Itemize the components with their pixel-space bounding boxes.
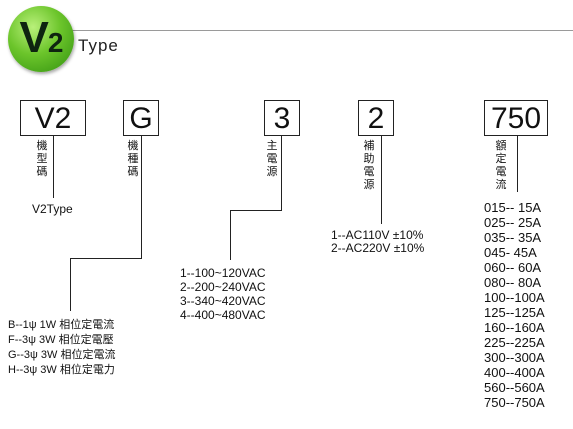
model-label: 機種碼 (127, 140, 139, 178)
aux-power-option: 1--AC110V ±10% (331, 228, 424, 242)
model-connector-drop (70, 258, 71, 311)
current-option: 125--125A (484, 305, 545, 320)
rated-current-label: 額定電流 (495, 140, 507, 191)
current-option: 025-- 25A (484, 215, 542, 230)
model-connector-horizontal (70, 258, 142, 259)
current-option: 160--160A (484, 320, 545, 335)
model-option: G--3ψ 3W 相位定電流 (8, 349, 116, 361)
current-option: 225--225A (484, 335, 545, 350)
v2-badge-logo: V2 (8, 6, 74, 72)
main-power-connector-drop (230, 210, 231, 260)
series-label: 機型碼 (36, 140, 48, 178)
series-code-box: V2 (20, 100, 86, 136)
current-option: 080-- 80A (484, 275, 542, 290)
current-option: 100--100A (484, 290, 545, 305)
current-option: 015-- 15A (484, 200, 542, 215)
aux-power-label: 補助電源 (363, 140, 375, 191)
main-power-option: 1--100~120VAC (180, 266, 266, 280)
current-options-list: 015-- 15A 025-- 25A 035-- 35A 045- 45A 0… (484, 200, 545, 410)
rated-current-connector (517, 136, 518, 192)
current-option: 045- 45A (484, 245, 537, 260)
main-power-connector-vertical (281, 136, 282, 210)
model-option: F--3ψ 3W 相位定電壓 (8, 334, 114, 346)
main-power-label: 主電源 (266, 140, 278, 178)
model-options-list: B--1ψ 1W 相位定電流 F--3ψ 3W 相位定電壓 G--3ψ 3W 相… (8, 318, 115, 378)
current-option: 060-- 60A (484, 260, 542, 275)
current-option: 400--400A (484, 365, 545, 380)
model-code-box: G (123, 100, 159, 136)
main-power-option: 3--340~420VAC (180, 294, 266, 308)
model-option: H--3ψ 3W 相位定電力 (8, 364, 115, 376)
header-divider (60, 30, 573, 31)
series-connector (53, 136, 54, 198)
current-option: 560--560A (484, 380, 545, 395)
page-title: Type (78, 36, 119, 55)
main-power-option: 2--200~240VAC (180, 280, 266, 294)
series-value: V2Type (32, 202, 73, 216)
aux-power-option: 2--AC220V ±10% (331, 241, 425, 255)
badge-text: V2 (8, 16, 74, 65)
model-connector-vertical (141, 136, 142, 258)
aux-power-connector (381, 136, 382, 224)
rated-current-code-box: 750 (484, 100, 548, 136)
current-option: 750--750A (484, 395, 545, 410)
model-option: B--1ψ 1W 相位定電流 (8, 319, 115, 331)
current-option: 035-- 35A (484, 230, 542, 245)
main-power-option: 4--400~480VAC (180, 308, 266, 322)
badge-main-text: V (19, 13, 49, 62)
badge-sub-text: 2 (47, 27, 64, 58)
main-power-options-list: 1--100~120VAC 2--200~240VAC 3--340~420VA… (180, 266, 266, 322)
main-power-code-box: 3 (264, 100, 300, 136)
current-option: 300--300A (484, 350, 545, 365)
aux-power-code-box: 2 (358, 100, 394, 136)
main-power-connector-horizontal (230, 210, 282, 211)
aux-power-options-list: 1--AC110V ±10% 2--AC220V ±10% (331, 229, 424, 255)
